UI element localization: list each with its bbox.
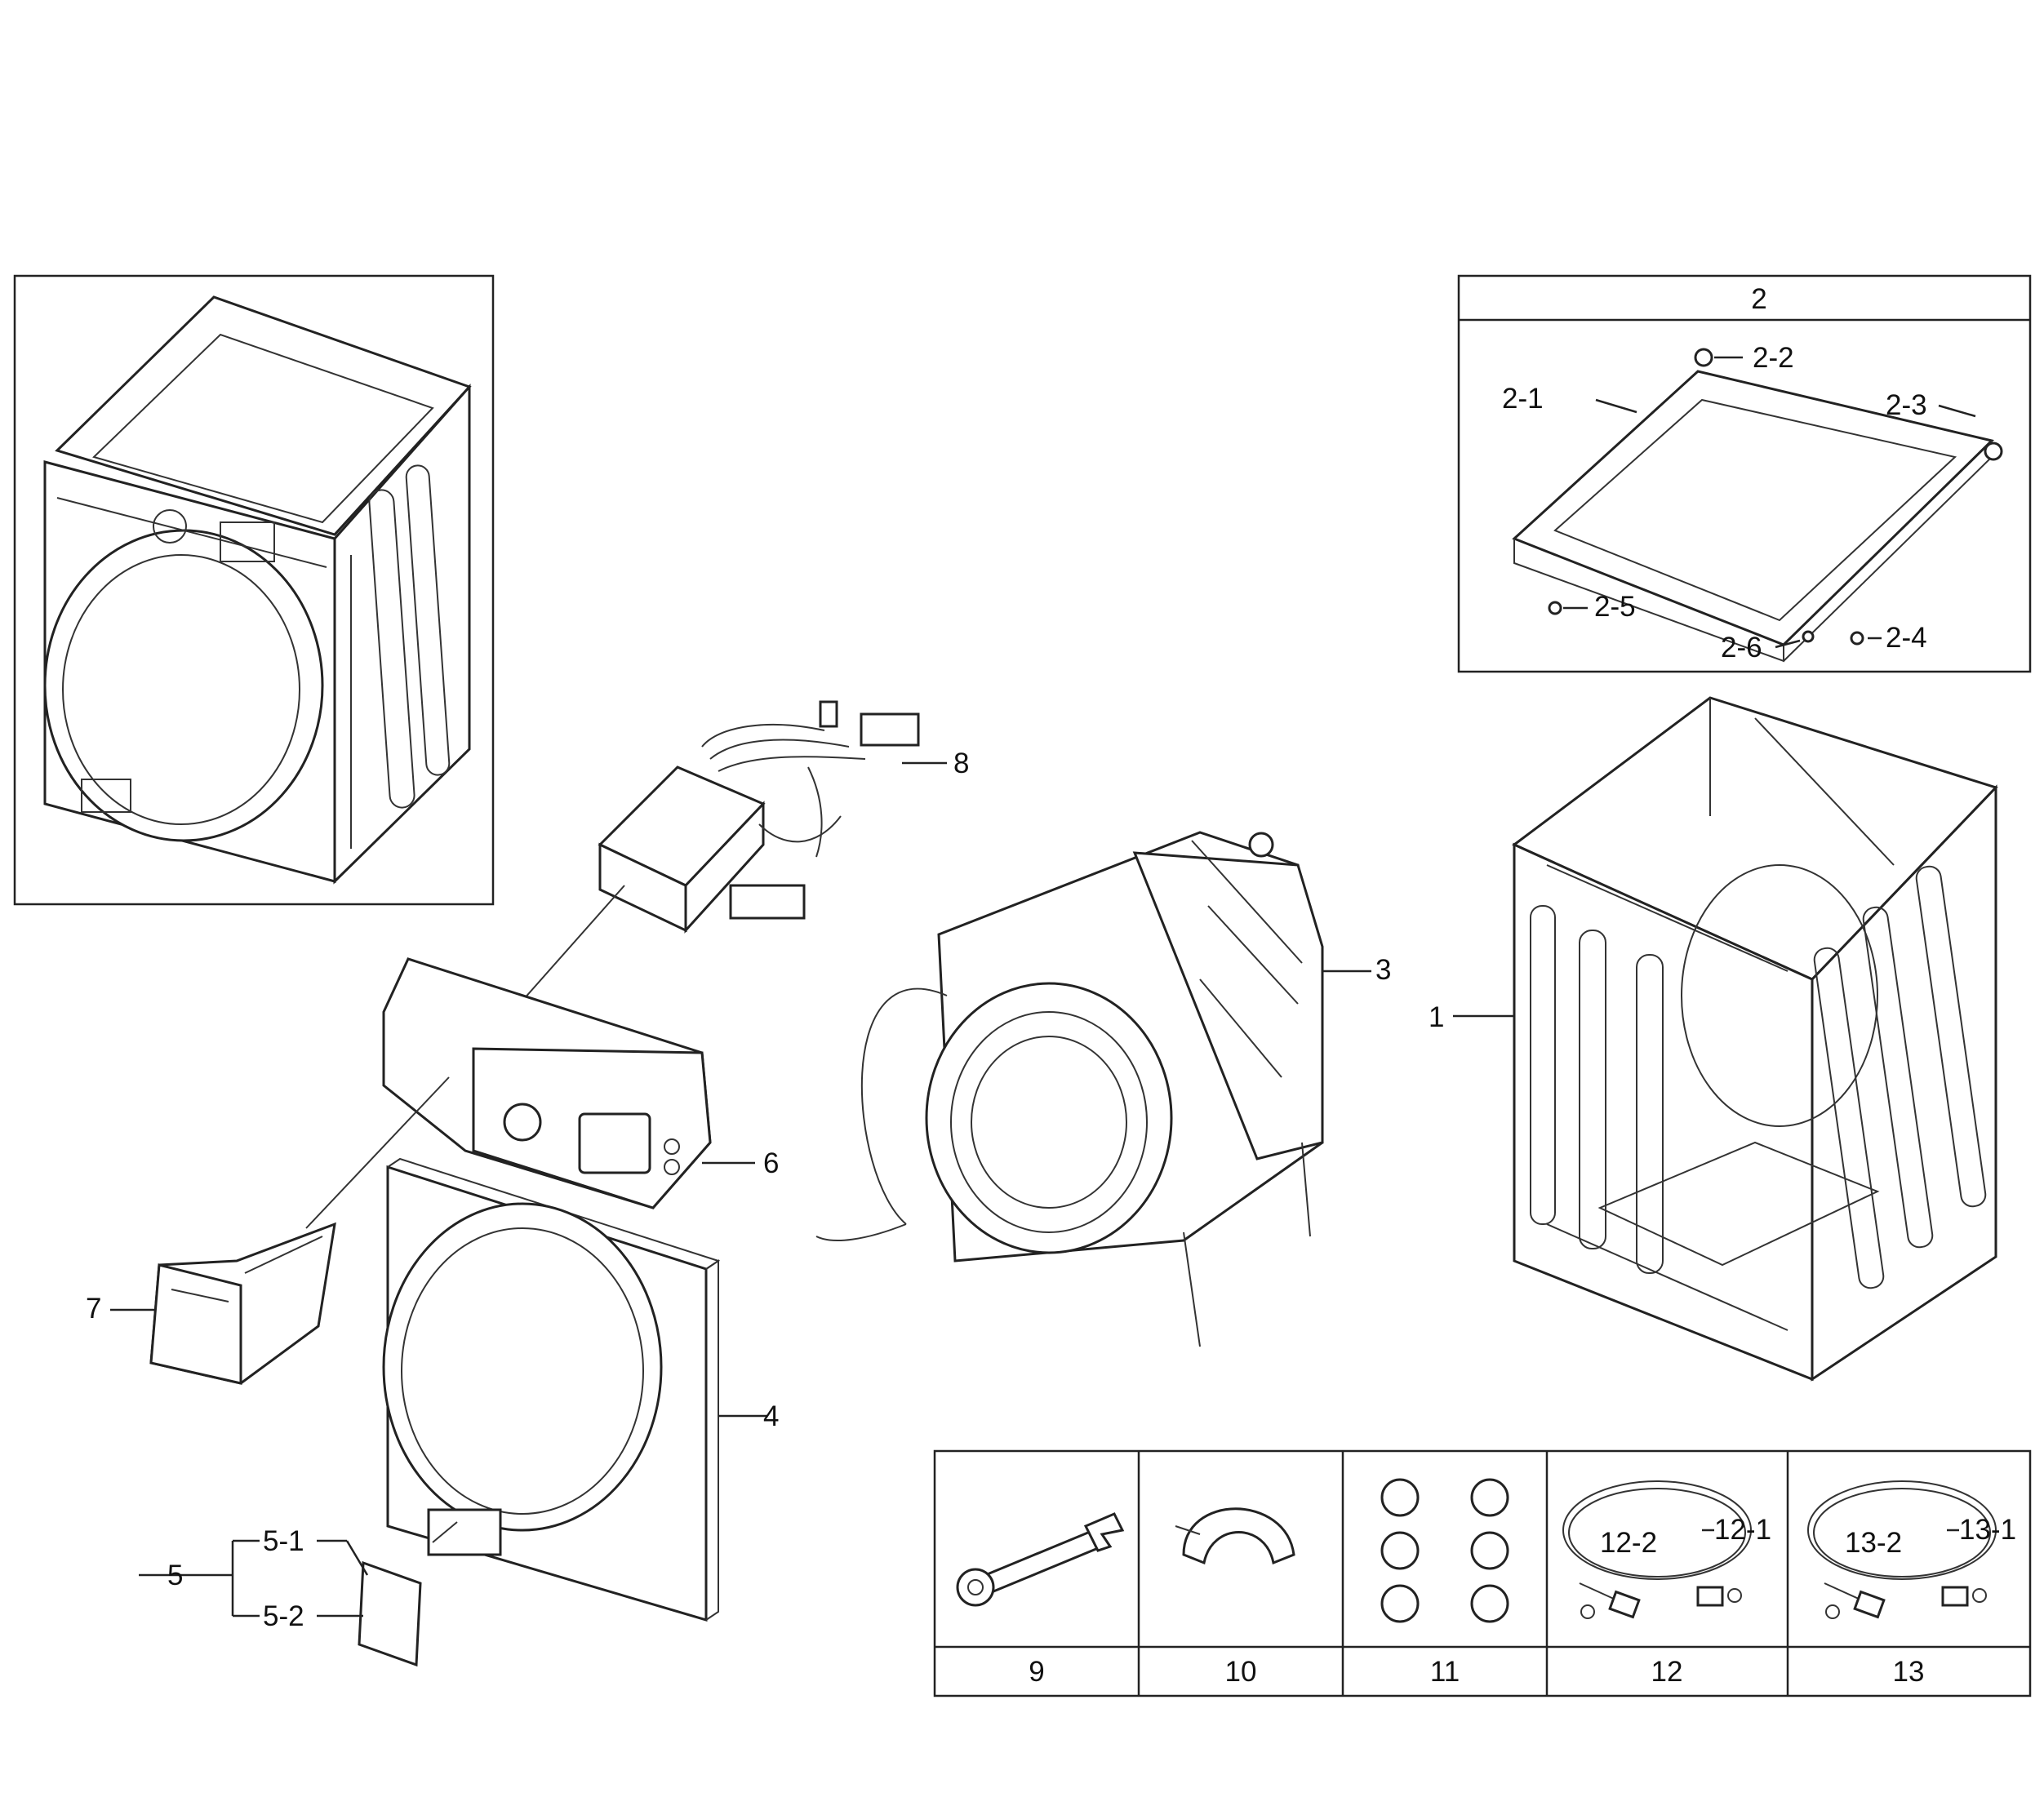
part-2-4-label: 2-4 — [1886, 622, 1927, 654]
part-5-1-label: 5-1 — [263, 1525, 304, 1557]
part-3-label: 3 — [1375, 954, 1391, 986]
part-13-2-label: 13-2 — [1845, 1527, 1902, 1559]
cabinet-frame: 1 — [1429, 696, 1998, 1382]
detergent-drawer: 7 — [86, 1222, 336, 1385]
part-2-5-label: 2-5 — [1594, 591, 1636, 623]
table-cell-10: 10 — [1225, 1656, 1257, 1688]
hose-13-icon: 13-1 13-2 — [1807, 1480, 2016, 1619]
part-2-1-label: 2-1 — [1502, 383, 1544, 415]
part-2-2-label: 2-2 — [1753, 342, 1794, 374]
part-5-label: 5 — [167, 1560, 183, 1591]
front-panel: 4 — [382, 1157, 779, 1622]
hose-guide-icon — [1175, 1507, 1295, 1565]
tub-assembly: 3 — [815, 831, 1391, 1347]
part-2-6-label: 2-6 — [1721, 632, 1762, 663]
part-13-1-label: 13-1 — [1959, 1514, 2016, 1546]
hose-12-icon: 12-1 12-2 — [1562, 1480, 1771, 1619]
wrench-icon — [956, 1512, 1125, 1607]
part-1-label: 1 — [1429, 1001, 1444, 1033]
part-12-2-label: 12-2 — [1600, 1527, 1657, 1559]
harness-and-dispenser-housing: 8 — [497, 700, 969, 1029]
table-cell-11: 11 — [1430, 1656, 1460, 1688]
top-cover-box: 2 2-1 2-2 2-3 2-4 2-5 2-6 — [1457, 274, 2032, 673]
table-cell-12: 12 — [1651, 1656, 1683, 1688]
part-6-label: 6 — [763, 1147, 779, 1179]
part-7-label: 7 — [86, 1293, 101, 1325]
part-5-2-label: 5-2 — [263, 1600, 304, 1632]
part-2-label: 2 — [1751, 283, 1766, 315]
table-cell-13: 13 — [1893, 1656, 1925, 1688]
part-2-3-label: 2-3 — [1886, 389, 1927, 421]
part-4-label: 4 — [763, 1400, 779, 1432]
accessory-table: 12-1 12-2 13-1 13-2 9 10 11 12 13 — [933, 1449, 2032, 1697]
assembled-washer-inset — [13, 274, 495, 906]
filter-cover: 5 5-1 5-2 — [139, 1521, 458, 1667]
cap-set-icon — [1380, 1478, 1509, 1623]
table-cell-9: 9 — [1029, 1656, 1044, 1688]
control-panel: 6 — [305, 957, 779, 1229]
part-8-label: 8 — [953, 748, 969, 779]
part-12-1-label: 12-1 — [1714, 1514, 1771, 1546]
